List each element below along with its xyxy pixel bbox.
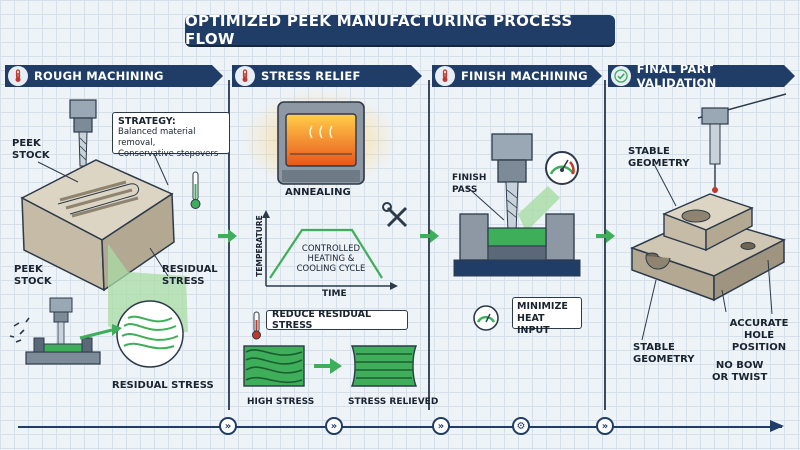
stress-relief-illustration — [242, 90, 418, 387]
timeline-line — [18, 426, 782, 428]
stage-header-stress-relief: STRESS RELIEF — [232, 65, 422, 87]
peek-stock-label: PEEK STOCK — [12, 138, 50, 162]
strategy-callout: STRATEGY: Balanced material removal, Con… — [112, 112, 230, 159]
strategy-title: STRATEGY: — [118, 116, 176, 127]
stage-header-rough-machining: ROUGH MACHINING — [5, 65, 223, 87]
label-line: COOLING CYCLE — [296, 264, 366, 274]
stage-label: FINISH MACHINING — [461, 69, 588, 83]
arrow-right-icon — [770, 420, 784, 432]
minimize-heat-callout: MINIMIZE HEAT INPUT — [512, 297, 582, 336]
label-line: STRESS — [162, 276, 205, 287]
label-line: PEEK — [12, 138, 41, 149]
thermometer-icon — [8, 66, 28, 86]
stable-geometry-label: STABLE GEOMETRY — [633, 342, 695, 366]
label-line: PEEK — [14, 264, 43, 275]
label-line: RESIDUAL — [162, 264, 218, 275]
thermometer-icon — [235, 66, 255, 86]
stage-label: FINAL PART VALIDATION — [636, 62, 717, 90]
label-line: ACCURATE — [729, 318, 789, 329]
residual-stress-label: RESIDUAL STRESS — [162, 264, 218, 288]
label-line: HEAT INPUT — [517, 313, 550, 336]
label-line: PASS — [452, 185, 478, 195]
high-stress-label: HIGH STRESS — [247, 397, 315, 407]
label-line: HOLE POSITION — [731, 330, 787, 353]
curve-annotation: CONTROLLED HEATING & COOLING CYCLE — [288, 244, 374, 274]
label-line: NO BOW — [715, 360, 764, 371]
label-line: CONTROLLED — [301, 244, 361, 254]
label-line: GEOMETRY — [633, 354, 695, 365]
label-line: GEOMETRY — [628, 158, 690, 169]
reduce-stress-text: REDUCE RESIDUAL STRESS — [272, 309, 372, 331]
reduce-stress-callout: REDUCE RESIDUAL STRESS — [266, 309, 408, 331]
annealing-label: ANNEALING — [285, 187, 351, 198]
label-line: STOCK — [12, 150, 50, 161]
label-line: STABLE — [628, 146, 670, 157]
accurate-hole-label: ACCURATE HOLE POSITION — [718, 318, 800, 354]
gear-icon: ⚙ — [512, 417, 530, 435]
peek-stock-label: PEEK STOCK — [14, 264, 52, 288]
finish-pass-label: FINISH PASS — [452, 172, 486, 196]
x-axis-label: TIME — [322, 289, 347, 299]
label-line: OR TWIST — [712, 372, 768, 383]
residual-stress-caption: RESIDUAL STRESS — [112, 380, 214, 391]
thermometer-icon — [435, 66, 455, 86]
finish-machining-illustration — [453, 133, 581, 331]
label-line: STOCK — [14, 276, 52, 287]
no-bow-label: NO BOW OR TWIST — [712, 360, 767, 384]
page-title: OPTIMIZED PEEK MANUFACTURING PROCESS FLO… — [185, 12, 615, 48]
stage-label: ROUGH MACHINING — [34, 69, 164, 83]
stage-header-finish-machining: FINISH MACHINING — [432, 65, 602, 87]
y-axis-label: TEMPERATURE — [255, 215, 264, 277]
column-divider — [604, 80, 606, 410]
final-validation-illustration — [629, 93, 787, 341]
arrow-right-icon — [218, 229, 237, 243]
stable-geometry-label: STABLE GEOMETRY — [628, 146, 690, 170]
stage-header-final-part-validation: FINAL PART VALIDATION — [608, 65, 795, 87]
chevron-right-icon: » — [219, 417, 237, 435]
label-line: STABLE — [633, 342, 675, 353]
label-line: HEATING & — [307, 254, 355, 264]
rough-machining-illustration — [9, 99, 201, 368]
column-divider — [228, 80, 230, 410]
chevron-right-icon: » — [325, 417, 343, 435]
chevron-right-icon: » — [596, 417, 614, 435]
column-divider — [428, 80, 430, 410]
chevron-right-icon: » — [432, 417, 450, 435]
strategy-line: Conservative stepovers — [118, 149, 219, 159]
stage-label: STRESS RELIEF — [261, 69, 361, 83]
arrow-right-icon — [420, 229, 439, 243]
arrow-right-icon — [596, 229, 615, 243]
stress-relieved-label: STRESS RELIEVED — [348, 397, 439, 407]
label-line: FINISH — [452, 173, 487, 183]
checkmark-icon — [611, 66, 631, 86]
strategy-line: Balanced material removal, — [118, 127, 196, 148]
label-line: MINIMIZE — [517, 301, 568, 312]
